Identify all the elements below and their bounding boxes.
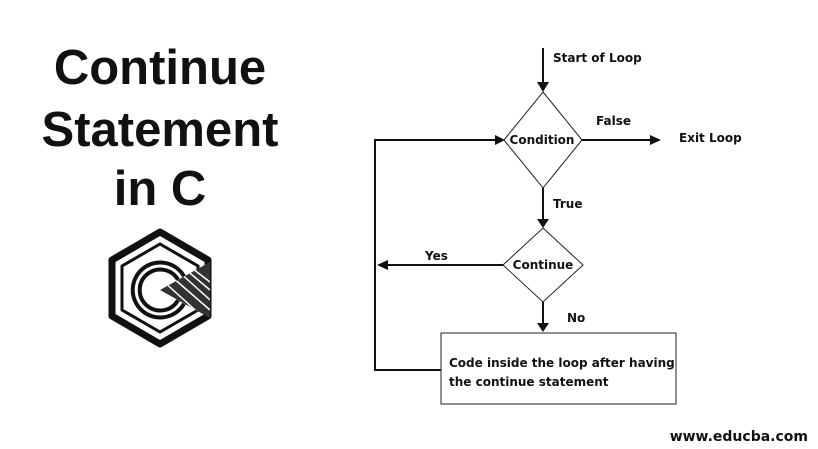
start-arrowhead — [537, 82, 549, 92]
yes-label: Yes — [424, 249, 448, 263]
true-arrowhead — [537, 219, 549, 228]
loop-back-arrowhead — [495, 135, 505, 145]
no-arrowhead — [537, 323, 549, 332]
footer-url: www.educba.com — [670, 429, 808, 445]
flow-labels: Start of Loop False Exit Loop True Yes N… — [424, 51, 742, 325]
condition-label: Condition — [510, 133, 575, 147]
exit-label: Exit Loop — [679, 131, 742, 145]
condition-node: Condition — [503, 91, 583, 189]
code-block-node: Code inside the loop after having the co… — [440, 332, 677, 405]
no-label: No — [567, 311, 585, 325]
false-label: False — [596, 114, 631, 128]
continue-label: Continue — [513, 258, 574, 272]
false-arrowhead — [650, 135, 661, 145]
continue-node: Continue — [502, 227, 584, 303]
title-line-3: in C — [114, 162, 207, 216]
flow-connectors — [374, 48, 661, 371]
code-label-line-1: Code inside the loop after having — [449, 356, 675, 370]
true-label: True — [553, 197, 582, 211]
c-language-logo-icon — [108, 228, 212, 348]
title-line-1: Continue — [54, 41, 266, 95]
title-block: Continue Statement in C — [42, 41, 279, 216]
loop-back-connector — [374, 139, 497, 371]
title-line-2: Statement — [42, 103, 279, 157]
code-label-line-2: the continue statement — [449, 375, 609, 389]
yes-arrowhead — [377, 260, 388, 270]
start-label: Start of Loop — [553, 51, 642, 65]
